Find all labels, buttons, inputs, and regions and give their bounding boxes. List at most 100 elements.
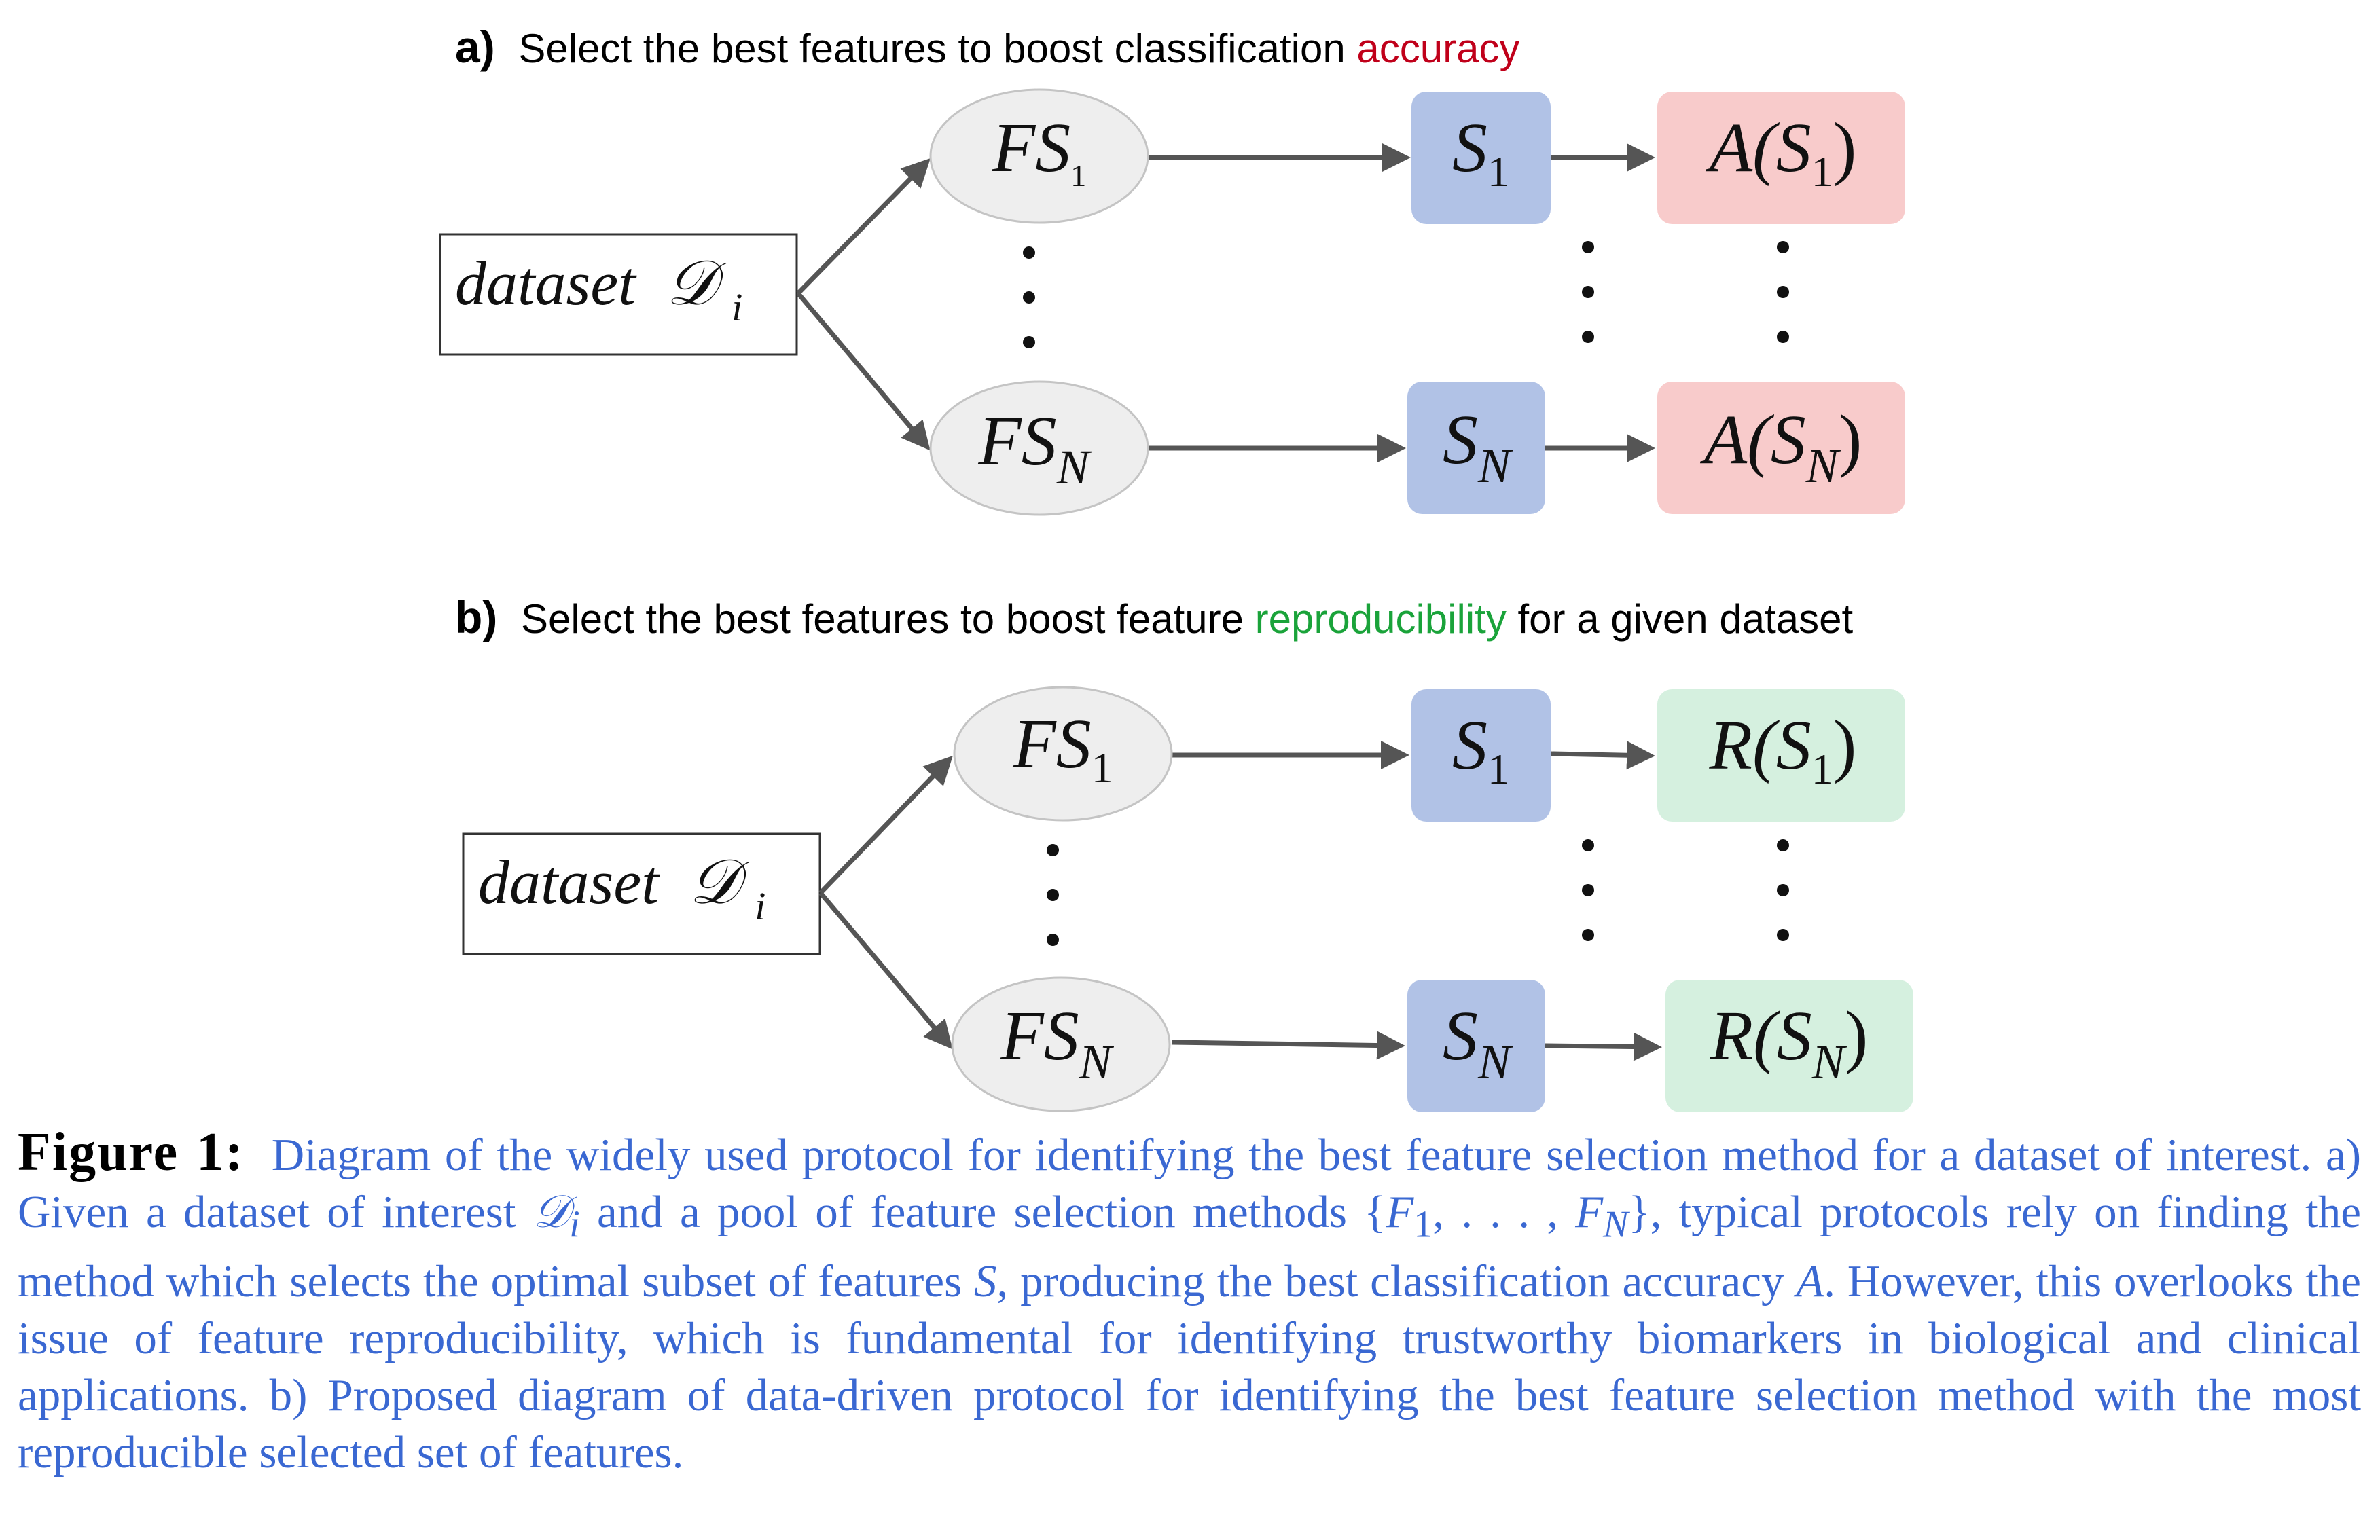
caption-math-f1: F xyxy=(1386,1187,1414,1237)
panel-a-metric-1-sub: 1 xyxy=(1811,147,1833,196)
panel-a-dataset-symbol: 𝒟 xyxy=(666,249,727,318)
panel-a-dataset-sub: i xyxy=(732,285,742,329)
panel-b-dataset-symbol: 𝒟 xyxy=(689,847,750,917)
panel-b-sn-main: S xyxy=(1443,997,1478,1075)
panel-a-metric-n-sub: N xyxy=(1805,439,1841,493)
panel-b-fs-ellipsis xyxy=(1047,844,1059,946)
panel-a-s1-main: S xyxy=(1452,109,1488,187)
panel-a-metric-n-pre: A(S xyxy=(1700,401,1806,479)
panel-b-edge-fsn-sn xyxy=(1171,1031,1405,1060)
panel-b-dataset-text: dataset 𝒟 i xyxy=(478,847,765,928)
panel-b-letter: b) xyxy=(455,592,497,642)
panel-a-fsn-node xyxy=(929,380,1149,516)
panel-a-sn-node xyxy=(1407,382,1545,514)
panel-a-heading: a) Select the best features to boost cla… xyxy=(455,22,1519,72)
panel-a-fs1-sub: 1 xyxy=(1070,158,1086,193)
panel-a-metric-1-pre: A(S xyxy=(1706,109,1811,187)
panel-b: b) Select the best features to boost fea… xyxy=(455,592,1913,1112)
panel-b-metric-1-post: ) xyxy=(1833,706,1857,784)
panel-b-sn-node xyxy=(1407,980,1545,1112)
caption-math-f1-sub: 1 xyxy=(1413,1203,1433,1246)
panel-b-heading: b) Select the best features to boost fea… xyxy=(455,592,1853,642)
caption-math-a: A xyxy=(1796,1256,1824,1307)
protocol-diagram: a) Select the best features to boost cla… xyxy=(439,22,1913,1112)
panel-a-metric-n-node xyxy=(1657,382,1905,514)
caption-math-fn-sub: N xyxy=(1603,1203,1629,1246)
panel-b-fs1-main: FS xyxy=(1012,705,1092,783)
caption-math-dataset: 𝒟 xyxy=(533,1187,570,1237)
panel-a-s1-sub: 1 xyxy=(1488,147,1509,196)
panel-b-fs1-node xyxy=(953,686,1173,822)
panel-a-metric-n-post: ) xyxy=(1839,401,1862,479)
panel-b-metric-n-pre: R(S xyxy=(1710,997,1812,1075)
panel-b-metric-n-node xyxy=(1665,980,1913,1112)
panel-b-dataset-word: dataset xyxy=(478,847,660,917)
panel-a: a) Select the best features to boost cla… xyxy=(439,22,1905,516)
panel-a-fs1-node xyxy=(929,88,1149,224)
panel-a-letter: a) xyxy=(455,22,495,72)
panel-a-dataset-word: dataset xyxy=(455,249,637,318)
panel-b-metric-n-sub: N xyxy=(1811,1035,1847,1089)
panel-a-fsn-label: FSN xyxy=(977,402,1092,494)
panel-b-metric-n-post: ) xyxy=(1845,997,1869,1075)
panel-a-edge-dataset-fsn xyxy=(796,291,931,451)
panel-b-sn-label: SN xyxy=(1443,997,1513,1089)
caption-text-4: , producing the best classification accu… xyxy=(996,1256,1797,1307)
panel-b-s1-label: S1 xyxy=(1452,706,1509,793)
panel-a-edge-dataset-fs1 xyxy=(796,158,931,295)
panel-b-s1-node xyxy=(1411,689,1551,822)
panel-b-heading-highlight: reproducibility xyxy=(1255,596,1507,642)
panel-b-fsn-label: FSN xyxy=(1000,997,1115,1089)
panel-b-fsn-main: FS xyxy=(1000,997,1079,1075)
panel-b-edge-s1-metric xyxy=(1550,741,1655,770)
panel-b-s1-sub: 1 xyxy=(1488,745,1509,793)
panel-b-edge-sn-metric xyxy=(1545,1032,1662,1061)
panel-b-fsn-sub: N xyxy=(1079,1035,1115,1089)
panel-a-fsn-main: FS xyxy=(977,402,1057,480)
panel-a-sn-sub: N xyxy=(1477,439,1513,493)
panel-b-heading-suffix: for a given dataset xyxy=(1518,596,1854,642)
panel-b-metric-n-label: R(SN) xyxy=(1710,997,1869,1089)
caption-text-1: Diagram of the widely used protocol for … xyxy=(18,1130,2361,1237)
caption-math-dataset-sub: i xyxy=(569,1203,580,1246)
panel-a-s1-node xyxy=(1411,92,1551,224)
panel-b-sn-sub: N xyxy=(1477,1035,1513,1089)
figure-label: Figure 1: xyxy=(18,1122,245,1182)
panel-b-s-ellipsis xyxy=(1582,839,1594,941)
panel-a-metric-1-node xyxy=(1657,92,1905,224)
panel-a-s1-label: S1 xyxy=(1452,109,1509,196)
panel-b-fs1-sub: 1 xyxy=(1092,744,1113,792)
panel-b-metric-ellipsis xyxy=(1777,839,1789,941)
panel-b-edge-dataset-fsn xyxy=(818,891,953,1050)
panel-a-fs-ellipsis xyxy=(1023,246,1035,348)
caption-text-3: }, typical protocols rely on finding the… xyxy=(18,1187,2362,1307)
panel-a-dataset-box xyxy=(439,233,798,356)
caption-math-ellipsis: , . . . , xyxy=(1432,1187,1576,1237)
caption-text-5: . However, this overlooks the issue of f… xyxy=(18,1256,2361,1478)
figure-caption: Figure 1:Diagram of the widely used prot… xyxy=(18,1124,2361,1481)
panel-b-metric-1-sub: 1 xyxy=(1811,745,1833,793)
panel-b-metric-1-node xyxy=(1657,689,1905,822)
panel-a-metric-n-label: A(SN) xyxy=(1700,401,1862,493)
panel-a-metric-1-post: ) xyxy=(1833,109,1857,187)
panel-a-fs1-main: FS xyxy=(992,109,1071,187)
caption-text-2: and a pool of feature selection methods … xyxy=(579,1187,1386,1237)
caption-math-s: S xyxy=(974,1256,997,1307)
panel-a-s-ellipsis xyxy=(1582,241,1594,343)
panel-b-fs1-label: FS1 xyxy=(1012,705,1113,792)
panel-a-metric-ellipsis xyxy=(1777,241,1789,343)
panel-a-sn-label: SN xyxy=(1443,401,1513,493)
panel-a-fs1-label: FS1 xyxy=(992,109,1087,193)
panel-b-s1-main: S xyxy=(1452,706,1488,784)
panel-b-metric-1-pre: R(S xyxy=(1709,706,1811,784)
panel-a-sn-main: S xyxy=(1443,401,1478,479)
caption-math-fn: F xyxy=(1575,1187,1604,1237)
panel-b-fsn-node xyxy=(951,976,1171,1112)
panel-b-dataset-sub: i xyxy=(755,884,765,928)
panel-a-dataset-text: dataset 𝒟 i xyxy=(455,249,742,329)
panel-a-metric-1-label: A(S1) xyxy=(1706,109,1857,196)
panel-a-heading-prefix: Select the best features to boost classi… xyxy=(518,26,1356,71)
panel-b-edge-dataset-fs1 xyxy=(818,755,953,895)
panel-b-heading-prefix: Select the best features to boost featur… xyxy=(521,596,1255,642)
panel-b-metric-1-label: R(S1) xyxy=(1709,706,1857,793)
